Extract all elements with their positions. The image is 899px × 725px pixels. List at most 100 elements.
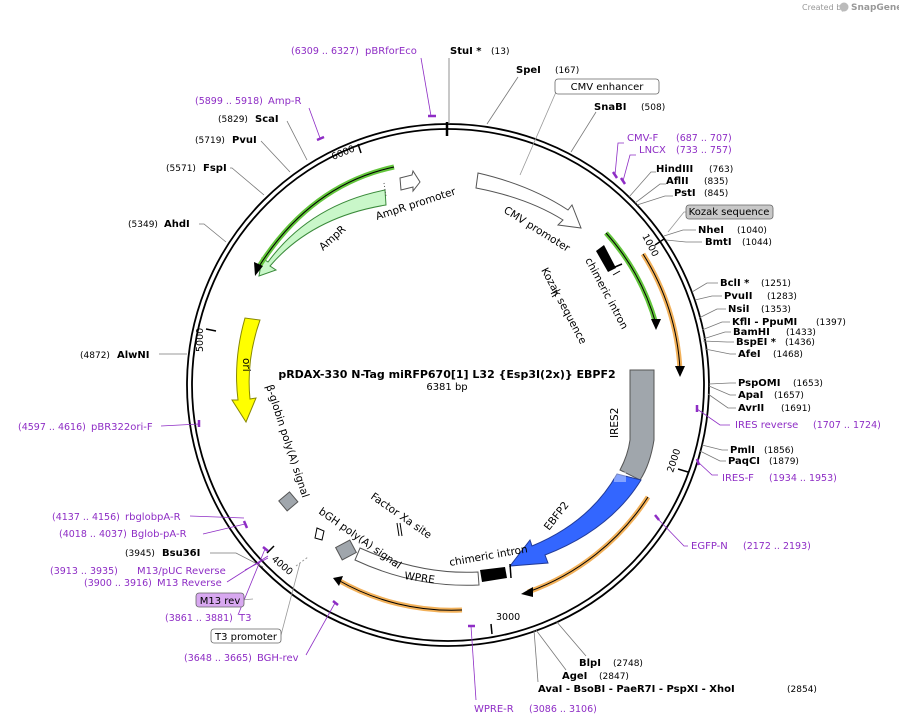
tick-label-6000: 6000 — [330, 144, 357, 163]
leader-ires-reverse — [696, 408, 730, 426]
enzyme-blpi: BlpI — [579, 658, 601, 669]
enzyme-bsu36i: Bsu36I — [162, 548, 200, 559]
primer-egfp-n: EGFP-N — [691, 541, 728, 552]
orange-track-right-arrowhead — [675, 366, 685, 377]
primer-pbrforeco-range: (6309 .. 6327) — [291, 46, 359, 57]
plasmid-size: 6381 bp — [426, 382, 467, 393]
cmv-enhancer-box: CMV enhancer — [554, 78, 660, 95]
primer-wpre-r: WPRE-R — [474, 704, 514, 715]
enzyme-pvui: PvuI — [232, 135, 257, 146]
primer-ires-f-range: (1934 .. 1953) — [769, 473, 837, 484]
green-track-upper-line — [605, 232, 657, 325]
leader-bglob-pa-r — [202, 523, 246, 535]
enzyme-aflii-pos: (835) — [704, 177, 728, 187]
enzyme-avai-group: AvaI - BsoBI - PaeR7I - PspXI - XhoI — [538, 684, 735, 695]
leader-lncx — [622, 154, 636, 182]
enzyme-kfli: KflI - PpuMI — [732, 317, 797, 328]
snapgene-watermark: Created by SnapGene — [802, 2, 899, 13]
primer-m13-reverse-range: (3900 .. 3916) — [84, 578, 152, 589]
primer-mark-bgh-rev — [332, 600, 339, 606]
orange-track-lower-arrowhead — [521, 587, 533, 597]
chimeric-intron-1-end — [607, 263, 623, 271]
enzyme-scai-pos: (5829) — [218, 115, 248, 125]
leader-amp-r — [308, 107, 321, 139]
leader-kozak-box — [667, 211, 686, 233]
enzyme-bamhi-pos: (1433) — [786, 328, 816, 338]
enzyme-pvui-pos: (5719) — [195, 136, 225, 146]
bgh-polya-block — [334, 539, 358, 561]
leader-paqci — [699, 450, 726, 462]
leader-bcli — [691, 282, 718, 293]
tick-label-3000: 3000 — [496, 612, 520, 623]
enzyme-stui: StuI * — [450, 46, 482, 57]
primer-t3-range: (3861 .. 3881) — [165, 613, 233, 624]
m13-rev-box: M13 rev — [195, 592, 245, 608]
primer-mark-bglob-pa-r — [242, 520, 249, 529]
leader-ires-f — [697, 461, 718, 476]
leader-bspei — [702, 340, 734, 343]
enzyme-bmti-pos: (1044) — [742, 238, 772, 248]
label-ampr-promoter: AmpR promoter — [374, 185, 458, 222]
primer-bglob-pa-r: Bglob-pA-R — [131, 529, 187, 540]
enzyme-hindiii: HindIII — [656, 164, 693, 175]
leader-cmv-enhancer — [519, 91, 557, 176]
primer-bgh-rev-range: (3648 .. 3665) — [184, 653, 252, 664]
label-ampr: AmpR — [317, 223, 348, 253]
primer-bgh-rev: BGH-rev — [257, 653, 299, 664]
watermark-brand: SnapGene — [851, 3, 899, 13]
enzyme-avrii: AvrII — [738, 403, 764, 414]
enzyme-spei-pos: (167) — [555, 66, 579, 76]
primer-cmv-f-range: (687 .. 707) — [676, 133, 732, 144]
plasmid-name: pRDAX-330 N-Tag miRFP670[1] L32 {Esp3I(2… — [278, 368, 615, 381]
leader-psti — [636, 195, 673, 206]
orange-track-right-line — [642, 253, 681, 371]
t3-promoter-label: T3 promoter — [214, 632, 278, 643]
leader-avrii — [707, 393, 736, 409]
label-beta-globin-polya: β-globin poly(A) signal — [263, 383, 311, 499]
leader-afei — [704, 348, 736, 355]
chimeric-intron-2-end — [509, 563, 512, 579]
primer-lncx-range: (733 .. 757) — [676, 145, 732, 156]
primer-wpre-r-range: (3086 .. 3106) — [529, 704, 597, 715]
leader-scai — [286, 120, 308, 161]
enzyme-ahdi-pos: (5349) — [128, 220, 158, 230]
primer-rbglobpa-r-range: (4137 .. 4156) — [52, 512, 120, 523]
leader-m13-puc — [244, 557, 269, 571]
leader-spei — [486, 76, 519, 125]
label-ires2: IRES2 — [609, 408, 621, 438]
leader-t3-promoter-box — [280, 562, 301, 636]
enzyme-paqci: PaqCI — [728, 456, 760, 467]
enzyme-avrii-pos: (1691) — [781, 404, 811, 414]
enzyme-snabi: SnaBI — [594, 102, 626, 113]
enzyme-blpi-pos: (2748) — [613, 659, 643, 669]
leader-fspi — [230, 167, 265, 196]
enzyme-bamhi: BamHI — [733, 327, 770, 338]
enzyme-aflii: AflII — [666, 176, 689, 187]
label-ori: ori — [240, 358, 252, 372]
enzyme-alwni-pos: (4872) — [80, 351, 110, 361]
enzyme-pmli: PmlI — [730, 445, 755, 456]
factor-xa-mark-a — [396, 522, 400, 537]
ebfp2-hatch — [614, 472, 626, 482]
watermark-created-by: Created by — [802, 3, 846, 12]
enzyme-stui-pos: (13) — [491, 47, 509, 57]
enzyme-fspi-pos: (5571) — [166, 164, 196, 174]
primer-mark-t3 — [262, 546, 269, 552]
beta-globin-polya-block — [278, 491, 299, 512]
kozak-mark-2a — [550, 289, 558, 295]
ampr-green-track-line — [257, 166, 395, 269]
ampr-promoter-arrow — [399, 169, 421, 193]
leader-apai — [708, 385, 736, 396]
primer-amp-r: Amp-R — [268, 96, 302, 107]
cmv-promoter-arrow — [475, 172, 582, 229]
primer-ires-f: IRES-F — [722, 473, 754, 484]
leader-nhei — [663, 229, 696, 237]
boxed-labels: CMV enhancer Kozak sequence M13 rev T3 p… — [195, 78, 774, 644]
chimeric-intron-2-block — [480, 567, 507, 582]
enzyme-bcli: BclI * — [720, 278, 750, 289]
enzyme-psti: PstI — [674, 188, 696, 199]
green-track-upper-arrowhead — [651, 319, 661, 330]
enzyme-fspi: FspI — [203, 163, 227, 174]
leader-snabi — [570, 111, 597, 153]
cmv-enhancer-label: CMV enhancer — [571, 82, 645, 93]
